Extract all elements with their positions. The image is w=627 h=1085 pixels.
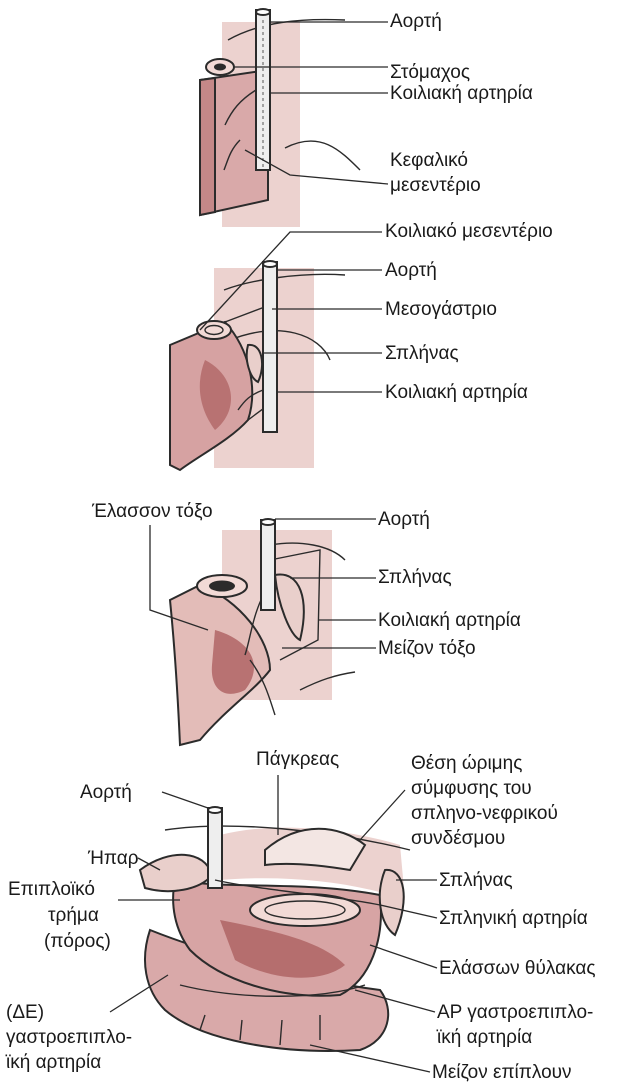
label-s4-aorta: Αορτή — [80, 781, 132, 804]
label-s4-left-gastroepiploic-line1: ΑΡ γαστροεπιπλο- — [437, 1001, 593, 1024]
stage1-illustration — [200, 9, 360, 227]
label-s4-right-gastroepiploic-line1: (ΔΕ) — [6, 1001, 44, 1024]
label-s4-fusion-line1: Θέση ώριμης — [411, 752, 522, 775]
stage4-aorta-top — [208, 807, 222, 813]
leader-s4-fusion — [360, 790, 405, 840]
label-s2-aorta: Αορτή — [385, 259, 437, 282]
label-s2-celiac-artery: Κοιλιακή αρτηρία — [385, 381, 528, 404]
leader-s4-aorta — [162, 792, 208, 808]
label-s2-mesogastrium: Μεσογάστριο — [385, 298, 497, 321]
stage3-stomach-lumen — [209, 581, 235, 592]
label-s1-cephalic-mesentery-line1: Κεφαλικό — [390, 149, 468, 172]
label-s1-celiac-artery: Κοιλιακή αρτηρία — [390, 82, 533, 105]
stage3-aorta — [261, 520, 275, 610]
stage2-aorta-top — [263, 261, 277, 267]
leader-s4-lesser-sac — [370, 945, 437, 968]
label-s4-fusion-line4: συνδέσμου — [411, 827, 505, 850]
stage3-illustration — [170, 519, 355, 745]
label-s3-lesser-curvature: Έλασσον τόξο — [92, 500, 213, 523]
stage3-aorta-top — [261, 519, 275, 525]
label-s3-spleen: Σπλήνας — [378, 566, 452, 589]
label-s4-epiploic-line3: (πόρος) — [44, 930, 111, 953]
stage2-illustration — [170, 261, 345, 470]
stage4-illustration — [140, 807, 410, 1051]
label-s2-celiac-mesentery: Κοιλιακό μεσεντέριο — [385, 220, 553, 243]
label-s4-right-gastroepiploic-line2: γαστροεπιπλο- — [6, 1026, 132, 1049]
label-s4-lesser-sac: Ελάσσων θύλακας — [439, 957, 596, 980]
label-s1-cephalic-mesentery-line2: μεσεντέριο — [390, 174, 481, 197]
stage1-stomach-tube — [200, 78, 215, 215]
label-s1-aorta: Αορτή — [390, 10, 442, 33]
label-s4-liver: Ήπαρ — [88, 847, 139, 870]
stage1-aorta-top — [256, 9, 270, 15]
stage1-stomach-lumen — [214, 64, 226, 71]
label-s4-pancreas: Πάγκρεας — [256, 748, 339, 771]
label-s4-epiploic-line1: Επιπλοϊκό — [8, 878, 95, 901]
label-s2-spleen: Σπλήνας — [385, 342, 459, 365]
stage2-stomach-ring — [197, 321, 231, 339]
label-s3-aorta: Αορτή — [378, 508, 430, 531]
label-s4-spleen: Σπλήνας — [439, 869, 513, 892]
label-s4-epiploic-line2: τρήμα — [48, 904, 99, 927]
stage2-aorta — [263, 262, 277, 432]
stage4-aorta — [208, 808, 222, 888]
label-s1-stomach: Στόμαχος — [390, 61, 470, 84]
leader-s4-greater-omentum — [310, 1045, 430, 1072]
label-s4-greater-omentum: Μείζον επίπλουν — [432, 1061, 572, 1084]
label-s3-celiac-artery: Κοιλιακή αρτηρία — [378, 609, 521, 632]
label-s4-right-gastroepiploic-line3: ϊκή αρτηρία — [6, 1051, 101, 1074]
label-s4-left-gastroepiploic-line2: ϊκή αρτηρία — [437, 1026, 532, 1049]
label-s4-splenic-artery: Σπληνική αρτηρία — [439, 907, 588, 930]
label-s3-greater-curvature: Μείζον τόξο — [378, 637, 476, 660]
label-s4-fusion-line3: σπληνο-νεφρικού — [411, 802, 558, 825]
label-s4-fusion-line2: σύμφυσης του — [411, 777, 532, 800]
